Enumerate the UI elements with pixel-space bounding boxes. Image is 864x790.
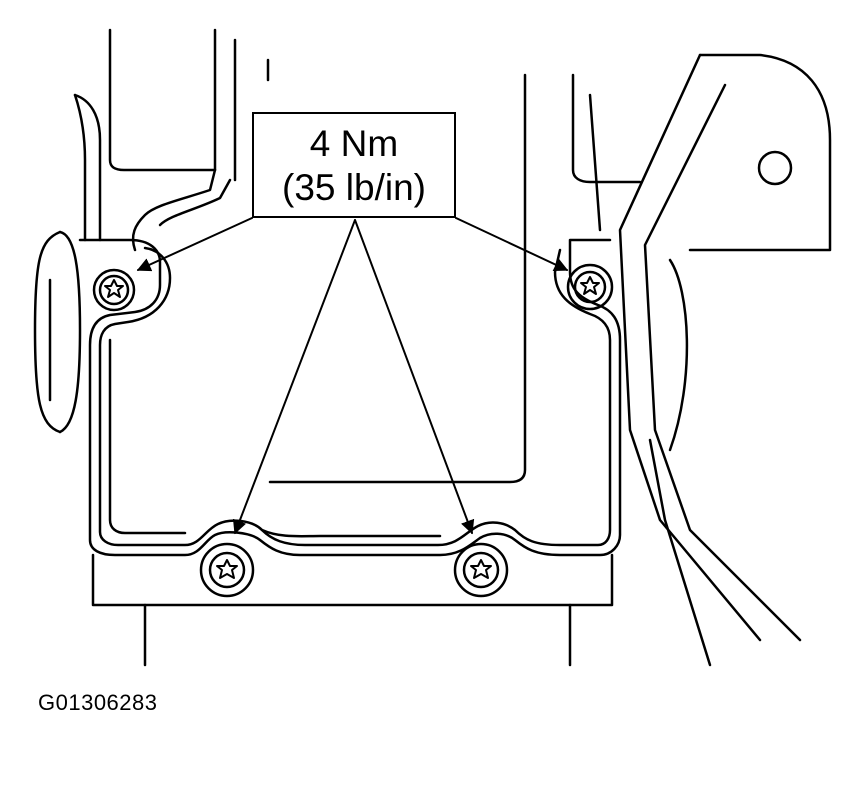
fastener-bottom-left	[199, 542, 255, 598]
leader-arrow-top-right	[455, 217, 569, 271]
figure-id-label: G01306283	[38, 690, 158, 715]
upper-housing	[73, 28, 642, 484]
leader-arrow-top-left	[136, 217, 253, 272]
fastener-top-left	[92, 268, 136, 312]
torque-value-imperial: (35 lb/in)	[282, 167, 426, 208]
leader-arrow-bottom-left	[232, 219, 356, 535]
left-boss	[33, 230, 82, 434]
fastener-top-right	[566, 263, 614, 311]
cover-outer-flange	[78, 238, 622, 667]
torque-callout-box: 4 Nm (35 lb/in)	[252, 112, 456, 218]
leader-arrow-bottom-right	[354, 219, 475, 535]
right-bracket	[618, 53, 832, 667]
torque-value-metric: 4 Nm	[309, 123, 399, 164]
fastener-bottom-right	[453, 542, 509, 598]
cover-gasket	[98, 246, 612, 547]
callout-leaders	[136, 217, 569, 535]
